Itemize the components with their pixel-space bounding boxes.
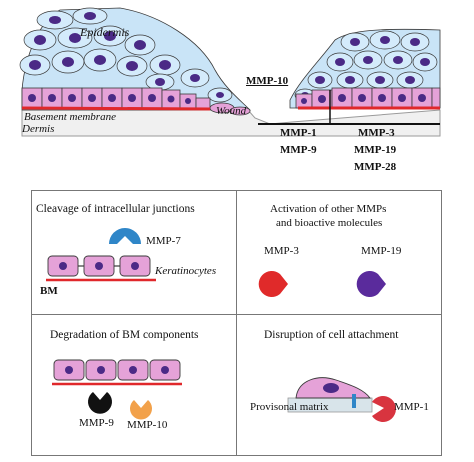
epidermis-label: Epidermis xyxy=(80,25,130,39)
mmp10-icon xyxy=(130,400,152,420)
keratinocyte-nuclei xyxy=(59,262,139,270)
activation-title-1: Activation of other MMPs xyxy=(270,203,387,215)
left-mmp-label-2: MMP-9 xyxy=(280,144,317,156)
dermis-area xyxy=(21,109,441,137)
degradation-cell-nuclei xyxy=(65,366,169,374)
left-basement-membrane xyxy=(21,106,211,111)
left-mmp-label-1: MMP-1 xyxy=(280,127,317,139)
keratinocytes-label: Keratinocytes xyxy=(155,265,217,277)
cell-nucleus xyxy=(323,383,339,393)
degradation-illustration xyxy=(52,359,182,420)
mmp7-label: MMP-7 xyxy=(146,235,181,247)
right-mmp-label-2: MMP-19 xyxy=(354,144,397,156)
disruption-illustration xyxy=(287,377,396,422)
basement-membrane-label: Basement membrane xyxy=(24,111,116,123)
mmp1-label: MMP-1 xyxy=(394,401,429,413)
grid-vertical-divider xyxy=(236,190,237,456)
provisional-matrix-label: Provisonal matrix xyxy=(250,401,329,413)
grid-horizontal-divider xyxy=(31,314,442,315)
bm-label: BM xyxy=(40,285,58,297)
right-basal-nuclei xyxy=(301,94,426,104)
wound-diagram xyxy=(19,7,441,137)
left-basal-nuclei xyxy=(28,94,191,104)
dermis-label: Dermis xyxy=(22,123,55,135)
left-epidermis-nuclei xyxy=(29,12,224,98)
mmp19-icon xyxy=(356,271,386,297)
junctions-title: Cleavage of intracellular junctions xyxy=(36,203,195,215)
mmp7-icon xyxy=(109,228,141,244)
activation-title-2: and bioactive molecules xyxy=(276,217,383,229)
right-mmp-label-3: MMP-28 xyxy=(354,161,397,173)
right-mmp-label-1: MMP-3 xyxy=(358,127,395,139)
disruption-title: Disruption of cell attachment xyxy=(264,329,399,341)
right-epidermis-cells xyxy=(294,30,438,102)
integrin-receptor xyxy=(352,394,356,408)
mmp19-label: MMP-19 xyxy=(361,245,402,257)
mmp1-icon xyxy=(372,396,396,422)
mmp9-label: MMP-9 xyxy=(79,417,114,429)
wound-label: Wound xyxy=(216,105,247,117)
activation-illustration xyxy=(258,271,386,297)
migrating-cells xyxy=(209,102,251,116)
mmp3-label: MMP-3 xyxy=(264,245,299,257)
junctions-illustration xyxy=(46,228,156,282)
mmp9-icon xyxy=(88,392,112,414)
mmp10-label: MMP-10 xyxy=(246,75,289,87)
mmp10-label-panel: MMP-10 xyxy=(127,419,168,431)
mmp3-icon xyxy=(258,271,288,297)
degradation-title: Degradation of BM components xyxy=(50,329,199,341)
